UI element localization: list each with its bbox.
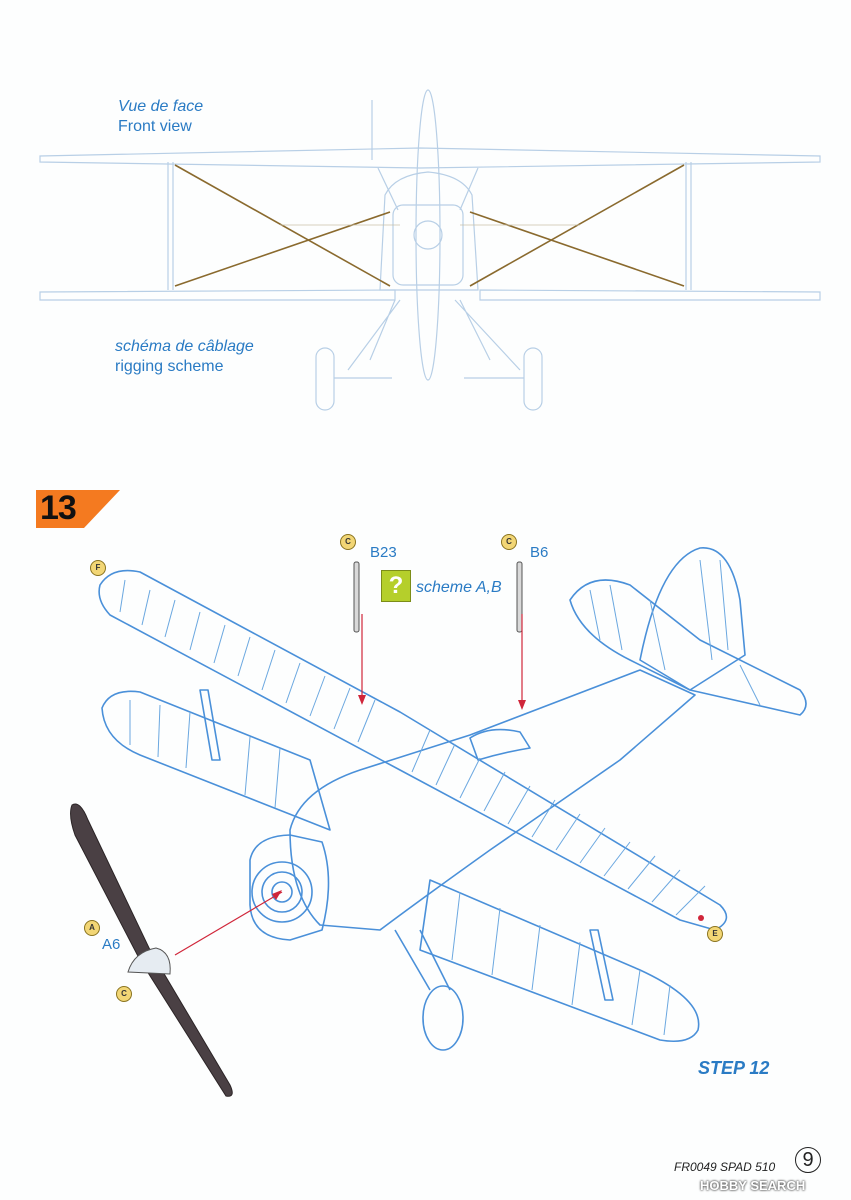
rigging-title-fr: schéma de câblage: [115, 338, 254, 355]
part-label-a6: A6: [102, 936, 121, 953]
placement-arrows: [174, 614, 523, 956]
previous-step-label: STEP 12: [698, 1058, 770, 1078]
lower-wing-ribs: [129, 700, 671, 1036]
part-label-b23: B23: [370, 544, 397, 561]
tail-ribs: [589, 559, 761, 706]
part-b23-rod: [353, 561, 360, 633]
wingtip-light: [698, 915, 704, 921]
page-number: 9: [795, 1147, 821, 1173]
upper-wing-ribs: [119, 579, 706, 916]
footer-code: FR0049 SPAD 510: [674, 1160, 776, 1174]
scheme-note: scheme A,B: [416, 579, 502, 596]
sprue-tag-c-spinner: C: [116, 986, 132, 1002]
watermark: HOBBY SEARCH: [700, 1178, 806, 1193]
step-number: 13: [40, 489, 77, 527]
scheme-question-box: ?: [381, 570, 411, 602]
propeller-a6: [70, 803, 233, 1097]
part-label-b6: B6: [530, 544, 549, 561]
part-b6-rod: [516, 561, 523, 633]
arrow-head-a6: [272, 890, 282, 900]
isometric-biplane: [98, 547, 807, 1051]
arrow-head-b23: [358, 695, 366, 705]
rigging-title-en: rigging scheme: [115, 358, 224, 375]
front-view-title-en: Front view: [118, 118, 192, 135]
rigging-wires: [174, 164, 685, 287]
sprue-tag-c-b23: C: [340, 534, 356, 550]
spinner: [127, 947, 171, 975]
front-view-title-fr: Vue de face: [118, 98, 204, 115]
front-view-biplane: [39, 89, 821, 411]
step-badge-shape: [36, 490, 120, 528]
sprue-tag-e: E: [707, 926, 723, 942]
arrow-head-b6: [518, 700, 526, 710]
sprue-tag-a-a6: A: [84, 920, 100, 936]
sprue-tag-c-b6: C: [501, 534, 517, 550]
sprue-tag-f: F: [90, 560, 106, 576]
